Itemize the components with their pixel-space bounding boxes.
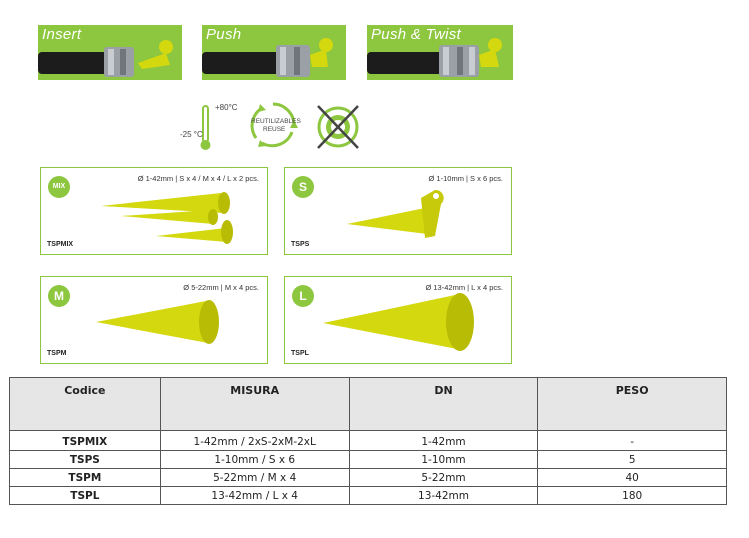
banner-push-twist: Push & Twist xyxy=(367,25,513,80)
mix-cones-illustration xyxy=(101,192,233,244)
cell-codice: TSPL xyxy=(9,486,161,505)
recycle-icon xyxy=(250,102,298,148)
cell-codice: TSPM xyxy=(9,468,161,487)
card-spec: Ø 1-10mm | S x 6 pcs. xyxy=(428,174,503,183)
card-tspm: M Ø 5-22mm | M x 4 pcs. TSPM xyxy=(40,276,268,364)
card-spec: Ø 13-42mm | L x 4 pcs. xyxy=(425,283,503,292)
header-codice: Codice xyxy=(9,377,161,431)
header-misura: MISURA xyxy=(159,377,350,431)
product-table: Codice MISURA DN PESO TSPMIX 1-42mm / 2x… xyxy=(9,377,727,505)
card-tspl: L Ø 13-42mm | L x 4 pcs. TSPL xyxy=(284,276,512,364)
table-row: TSPS 1-10mm / S x 6 1-10mm 5 xyxy=(9,450,727,469)
reuse-label-1: REUTILIZABLES xyxy=(251,118,301,125)
card-code: TSPM xyxy=(47,350,67,357)
m-cone-illustration xyxy=(96,300,219,344)
table-row: TSPM 5-22mm / M x 4 5-22mm 40 xyxy=(9,468,727,487)
cell-misura: 1-10mm / S x 6 xyxy=(159,450,350,469)
card-spec: Ø 1-42mm | S x 4 / M x 4 / L x 2 pcs. xyxy=(137,174,259,183)
cell-codice: TSPS xyxy=(9,450,161,469)
cell-dn: 5-22mm xyxy=(348,468,539,487)
cell-misura: 1-42mm / 2xS-2xM-2xL xyxy=(159,430,350,451)
card-code: TSPS xyxy=(291,241,310,248)
table-row: TSPL 13-42mm / L x 4 13-42mm 180 xyxy=(9,486,727,505)
push-illustration xyxy=(202,38,333,77)
table-header-row: Codice MISURA DN PESO xyxy=(9,377,727,431)
temp-low-label: -25 °C xyxy=(180,130,203,139)
card-badge: M xyxy=(48,285,70,307)
banner-push: Push xyxy=(202,25,346,80)
cell-dn: 13-42mm xyxy=(348,486,539,505)
banner-label: Push xyxy=(206,26,242,43)
insert-illustration xyxy=(38,40,173,77)
card-code: TSPMIX xyxy=(47,241,74,248)
card-tspmix: MIX Ø 1-42mm | S x 4 / M x 4 / L x 2 pcs… xyxy=(40,167,268,255)
temp-high-label: +80°C xyxy=(215,103,238,112)
s-cone-illustration xyxy=(347,189,444,238)
cell-dn: 1-42mm xyxy=(348,430,539,451)
cell-peso: - xyxy=(537,430,727,451)
card-spec: Ø 5-22mm | M x 4 pcs. xyxy=(183,283,259,292)
card-code: TSPL xyxy=(291,350,309,357)
no-cut-icon xyxy=(317,105,359,149)
card-badge: L xyxy=(292,285,314,307)
cell-codice: TSPMIX xyxy=(9,430,161,451)
cell-dn: 1-10mm xyxy=(348,450,539,469)
cell-misura: 13-42mm / L x 4 xyxy=(159,486,350,505)
card-tsps: S Ø 1-10mm | S x 6 pcs. TSPS xyxy=(284,167,512,255)
banner-label: Push & Twist xyxy=(371,26,462,43)
card-badge: MIX xyxy=(48,176,70,198)
header-peso: PESO xyxy=(537,377,727,431)
cell-peso: 180 xyxy=(537,486,727,505)
reuse-label-2: REUSE xyxy=(263,126,286,133)
table-row: TSPMIX 1-42mm / 2xS-2xM-2xL 1-42mm - xyxy=(9,430,727,451)
card-badge: S xyxy=(292,176,314,198)
l-cone-illustration xyxy=(323,293,474,351)
push-twist-illustration xyxy=(367,38,502,77)
banner-label: Insert xyxy=(42,26,82,43)
cell-misura: 5-22mm / M x 4 xyxy=(159,468,350,487)
thermometer-icon xyxy=(200,105,211,150)
header-dn: DN xyxy=(348,377,539,431)
cell-peso: 40 xyxy=(537,468,727,487)
cell-peso: 5 xyxy=(537,450,727,469)
banner-insert: Insert xyxy=(38,25,182,80)
